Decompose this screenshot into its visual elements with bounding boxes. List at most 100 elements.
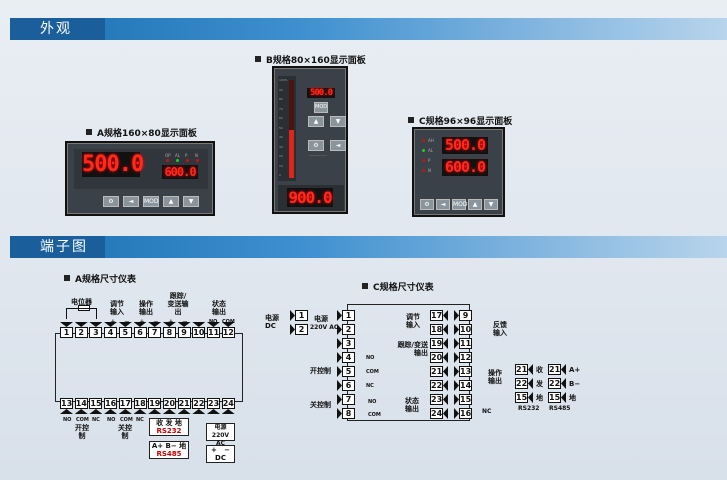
terminal: 2 [342,324,355,335]
bargraph-fill [289,130,294,178]
terminal: 19 [148,398,162,409]
left-button[interactable]: ◄ [330,140,346,151]
terminal: 15 [89,398,103,409]
terminal-connector-icon [443,310,448,321]
diagram-c-caption: C规格尺寸仪表 [362,280,434,293]
indicator-led [176,159,179,162]
terminal-connector-icon [337,408,342,419]
label-track-output: 跟踪/变送输出 [397,341,428,357]
terminal: 3 [342,338,355,349]
mod-button[interactable]: MOD [452,199,468,210]
pv-display: 500.0 [442,137,488,154]
scale-label: 20 [279,154,283,158]
indicator-led [166,159,169,162]
scale-label: 30 [279,144,283,149]
scale-label: 80 [279,97,283,101]
terminal: 13 [459,366,472,377]
terminal: 15 [459,394,472,405]
rs232-label: 地 [536,394,543,402]
label-close-control: 关控制 [118,424,132,440]
section-title: 外观 [10,18,105,40]
indicator-p: P [428,158,431,163]
terminal: 1 [295,310,308,321]
terminal: 16 [104,398,118,409]
label-status-output: 状态输出 [405,397,419,413]
terminal: 22 [430,380,443,391]
terminal-connector-icon [443,380,448,391]
terminal-connector-icon [148,409,162,414]
left-button[interactable]: ◄ [123,196,139,207]
terminal-connector-icon [561,378,566,389]
terminal: 22 [515,378,528,389]
indicator-led [422,159,425,162]
mod-button[interactable]: MOD [314,102,328,113]
terminal: 1 [60,327,73,338]
terminal: 20 [162,398,176,409]
terminal: 6 [342,380,355,391]
terminal-connector-icon [192,322,206,327]
terminal-connector-icon [337,324,342,335]
up-button[interactable]: ▲ [308,116,324,127]
rs485-label: 地 [569,394,576,402]
label-open-control: 开控制 [75,424,89,440]
terminal-connector-icon [443,408,448,419]
scale-label: 90 [279,87,283,92]
down-button[interactable]: ▼ [484,199,498,210]
terminal: 9 [177,327,191,338]
terminal: 3 [89,327,103,338]
terminal: 7 [342,394,355,405]
gear-button[interactable]: ⚙ [308,140,324,151]
label-feedback-input: 反馈输入 [493,321,507,337]
indicator-led [422,169,425,172]
up-button[interactable]: ▲ [468,199,482,210]
terminal-connector-icon [528,378,533,389]
label-regulation-input: 调节输入 [110,300,124,316]
terminal: 4 [342,352,355,363]
terminal: 17 [118,398,132,409]
up-button[interactable]: ▲ [163,196,179,207]
terminal: 21 [177,398,191,409]
indicator-led [422,149,425,152]
indicator-led [196,159,199,162]
terminal-connector-icon [133,322,147,327]
terminal-connector-icon [162,322,176,327]
down-button[interactable]: ▼ [330,116,346,127]
terminal-connector-icon [454,310,459,321]
terminal: 5 [118,327,132,338]
indicator-ah: AH [428,138,434,143]
mod-button[interactable]: MOD [143,196,159,207]
terminal: 22 [192,398,206,409]
scale-label: 100% [279,78,288,82]
terminal-connector-icon [221,409,235,414]
terminal-connector-icon [337,366,342,377]
label-operation-output: 操作输出 [139,300,153,316]
down-button[interactable]: ▼ [183,196,199,207]
terminal-connector-icon [454,324,459,335]
label-potentiometer: 电位器 [71,298,92,306]
terminal-connector-icon [60,409,73,414]
terminal: 10 [192,327,206,338]
label-operation-output: 操作输出 [488,369,502,385]
terminal: 18 [133,398,147,409]
section-header-terminals: 端子图 [10,236,727,258]
gear-button[interactable]: ⚙ [103,196,119,207]
terminal: 18 [430,324,443,335]
terminal: 13 [60,398,73,409]
terminal-connector-icon [443,394,448,405]
terminal-connector-icon [221,322,235,327]
panel-c-caption: C规格96×96显示面板 [408,114,512,127]
rs232-label: 发 [536,380,543,388]
terminal: 4 [104,327,118,338]
indicator-led [422,139,425,142]
scale-label: 50 [279,125,283,130]
terminal: 1 [342,310,355,321]
indicator-al: AL [428,148,433,153]
left-button[interactable]: ◄ [436,199,450,210]
indicator-al: AL [175,153,180,158]
gear-button[interactable]: ⚙ [420,199,434,210]
terminal: 6 [133,327,147,338]
terminal: 21 [515,364,528,375]
terminal: 14 [74,398,88,409]
terminal: 23 [430,394,443,405]
terminal-connector-icon [337,338,342,349]
